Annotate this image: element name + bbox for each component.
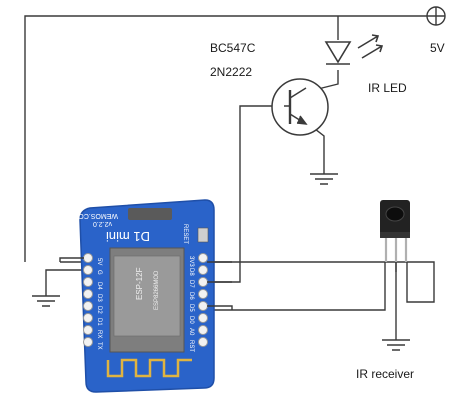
supply-label: 5V (430, 41, 445, 55)
wire-5v-rail (24, 15, 436, 262)
ir-led-symbol (324, 34, 384, 65)
pin-label: 5V (96, 258, 102, 265)
ir-receiver-lens-icon (385, 206, 405, 222)
antenna-trace (106, 358, 192, 378)
pin-label: D3 (96, 294, 102, 302)
usb-connector (128, 208, 172, 220)
board-reset-label: RESET (182, 224, 188, 244)
pin-label: G (96, 270, 102, 275)
left-pin-labels: 5V G D4 D3 D2 D1 RX TX (96, 258, 102, 350)
right-pin-labels: 3V3 D8 D7 D6 D5 D0 A0 RST (188, 256, 194, 352)
ground-icon (382, 339, 410, 351)
ir-receiver-pins (384, 238, 408, 262)
transistor-label-1: BC547C (210, 41, 256, 55)
board-version: v2.2.0 (93, 220, 112, 227)
pin-label: D4 (96, 282, 102, 290)
pin-label: D2 (96, 306, 102, 314)
pin-label: D8 (188, 268, 194, 276)
wire-receiver-vcc (60, 261, 435, 303)
pin-label: D5 (188, 304, 194, 312)
wire-receiver-signal (210, 262, 386, 311)
ground-icon (310, 173, 338, 185)
pin-label: A0 (188, 328, 194, 336)
right-pin-pads (198, 253, 208, 347)
wire-board-ground (45, 269, 88, 296)
transistor-label-2: 2N2222 (210, 65, 252, 79)
pin-label: TX (96, 342, 102, 350)
pin-label: D1 (96, 318, 102, 326)
reset-button (197, 227, 209, 243)
board-vendor: WEMOS.CC (79, 212, 118, 219)
left-pin-pads (83, 253, 93, 347)
wires (24, 15, 436, 340)
wire-base (239, 105, 284, 270)
d1-mini-board: D1 mini WEMOS.CC v2.2.0 RESET ESP-12F ES… (79, 199, 215, 393)
transistor-symbol (271, 78, 329, 136)
pin-label: RX (96, 330, 102, 338)
ir-receiver-label: IR receiver (356, 367, 414, 381)
esp-module-name: ESP-12F (135, 267, 144, 300)
pin-label: D0 (188, 316, 194, 324)
supply-terminal (426, 6, 446, 26)
ir-receiver (380, 200, 410, 262)
pin-label: D7 (188, 280, 194, 288)
ground-icon (32, 295, 60, 307)
pin-label: 3V3 (188, 256, 194, 267)
pin-label: D6 (188, 292, 194, 300)
board-name: D1 mini (106, 229, 150, 244)
esp-module-line1: ESP8266MOD (154, 270, 160, 310)
ir-led-label: IR LED (368, 81, 407, 95)
pin-connections (59, 257, 233, 310)
pin-label: RST (188, 340, 194, 352)
